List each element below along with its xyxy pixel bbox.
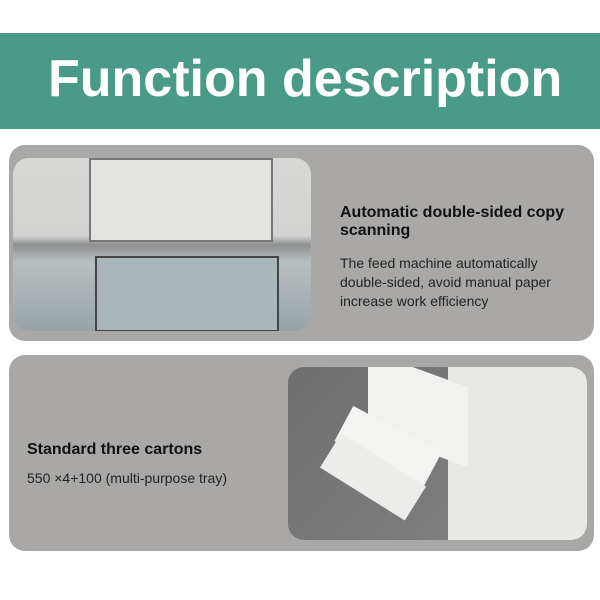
feature-description: The feed machine automatically double-si… (340, 255, 551, 309)
feature-panel-scanning: Automatic double-sided copy scanning The… (9, 145, 594, 341)
scanner-glass (95, 256, 279, 331)
scanner-glass-photo (13, 158, 311, 331)
printer-cabinet (448, 367, 587, 540)
header-banner: Function description (0, 33, 600, 129)
paper-trays-photo (288, 367, 587, 540)
feature-panel-trays: Standard three cartons 550 ×4+100 (multi… (9, 355, 594, 551)
page-title: Function description (48, 50, 563, 108)
scanner-lid (89, 158, 273, 242)
feature-title: Automatic double-sided copy scanning (340, 204, 565, 239)
feature-description: 550 ×4+100 (multi-purpose tray) (27, 470, 227, 486)
feature-title: Standard three cartons (27, 441, 203, 458)
